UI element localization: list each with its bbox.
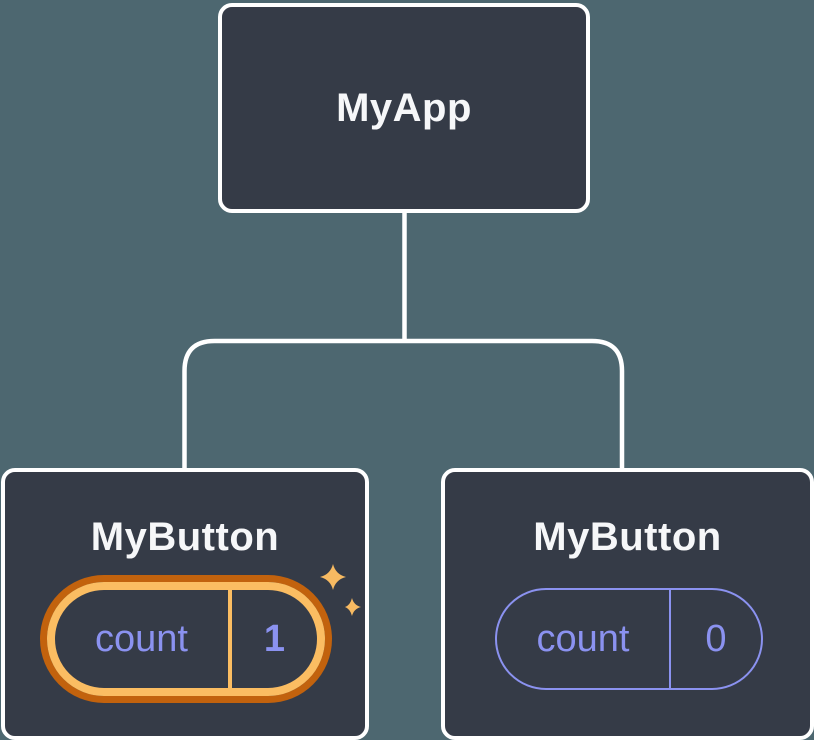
state-value: 1 [263, 617, 286, 660]
tree-node-myapp: MyApp [218, 3, 590, 213]
node-label: MyButton [90, 515, 280, 559]
state-value: 0 [705, 617, 727, 660]
node-label: MyApp [336, 86, 472, 130]
state-name: count [497, 590, 671, 688]
node-label: MyButton [533, 515, 722, 559]
state-pill-highlighted: count 1 [47, 582, 325, 696]
tree-node-mybutton-1: MyButton count 1 [1, 468, 369, 740]
sparkles-icon [320, 564, 361, 616]
state-pill: count 0 [495, 588, 763, 690]
state-name: count [55, 590, 232, 688]
tree-node-mybutton-2: MyButton count 0 [441, 468, 814, 740]
